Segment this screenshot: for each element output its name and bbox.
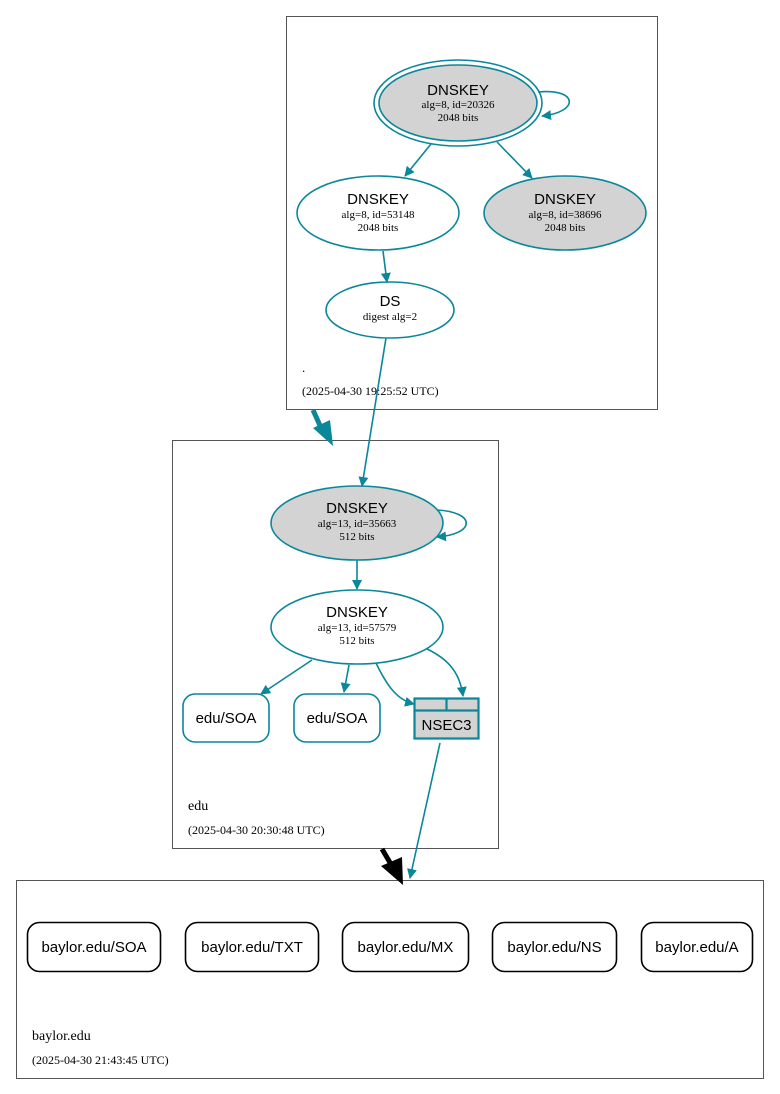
node-root-key3-type: DNSKEY bbox=[534, 191, 596, 208]
node-edu-soa-2: edu/SOA bbox=[293, 693, 381, 743]
node-root-ksk-size: 2048 bits bbox=[438, 112, 479, 124]
node-baylor-mx: baylor.edu/MX bbox=[341, 921, 470, 973]
edge-root-zsk-ds bbox=[380, 250, 391, 283]
node-edu-ds-detail: digest alg=2 bbox=[363, 311, 417, 323]
node-baylor-soa-label: baylor.edu/SOA bbox=[41, 939, 146, 956]
node-root-ksk-detail: alg=8, id=20326 bbox=[422, 99, 495, 111]
node-root-key3-detail: alg=8, id=38696 bbox=[529, 209, 602, 221]
node-edu-ksk: DNSKEY alg=13, id=35663 512 bits bbox=[270, 485, 444, 561]
node-root-key3-size: 2048 bits bbox=[545, 222, 586, 234]
node-edu-ksk-size: 512 bits bbox=[339, 531, 374, 543]
zone-edu-timestamp: (2025-04-30 20:30:48 UTC) bbox=[188, 823, 325, 837]
node-baylor-txt-label: baylor.edu/TXT bbox=[201, 939, 303, 956]
node-baylor-ns: baylor.edu/NS bbox=[491, 921, 618, 973]
node-baylor-mx-label: baylor.edu/MX bbox=[358, 939, 454, 956]
zone-root-timestamp: (2025-04-30 19:25:52 UTC) bbox=[302, 384, 439, 398]
zone-baylor-name: baylor.edu bbox=[32, 1029, 91, 1044]
node-baylor-soa: baylor.edu/SOA bbox=[26, 921, 162, 973]
edge-edu-zsk-soa1 bbox=[260, 659, 313, 695]
zone-root-name: . bbox=[302, 360, 305, 375]
node-edu-zsk-size: 512 bits bbox=[339, 635, 374, 647]
edge-edu-zsk-nsec3-a bbox=[375, 662, 415, 707]
node-baylor-txt: baylor.edu/TXT bbox=[184, 921, 320, 973]
node-edu-nsec3-label: NSEC3 bbox=[421, 717, 471, 734]
node-baylor-a-label: baylor.edu/A bbox=[655, 939, 738, 956]
edge-ds-edu-ksk bbox=[358, 337, 387, 487]
node-root-key3: DNSKEY alg=8, id=38696 2048 bits bbox=[483, 175, 647, 251]
node-root-zsk-type: DNSKEY bbox=[347, 191, 409, 208]
node-edu-ksk-detail: alg=13, id=35663 bbox=[318, 518, 397, 530]
node-edu-soa-2-label: edu/SOA bbox=[307, 710, 368, 727]
node-edu-ds: DS digest alg=2 bbox=[325, 281, 455, 339]
node-root-zsk: DNSKEY alg=8, id=53148 2048 bits bbox=[296, 175, 460, 251]
node-root-zsk-detail: alg=8, id=53148 bbox=[342, 209, 415, 221]
node-edu-zsk: DNSKEY alg=13, id=57579 512 bits bbox=[270, 589, 444, 665]
node-edu-ksk-type: DNSKEY bbox=[326, 500, 388, 517]
delegation-root-edu bbox=[310, 408, 333, 446]
zone-baylor-timestamp: (2025-04-30 21:43:45 UTC) bbox=[32, 1053, 169, 1067]
zone-root-box bbox=[286, 16, 658, 410]
node-root-ksk-type: DNSKEY bbox=[427, 82, 489, 99]
node-root-ksk: DNSKEY alg=8, id=20326 2048 bits bbox=[373, 59, 543, 147]
node-edu-soa-1-label: edu/SOA bbox=[196, 710, 257, 727]
node-edu-nsec3: NSEC3 bbox=[413, 697, 480, 740]
node-root-zsk-size: 2048 bits bbox=[358, 222, 399, 234]
node-edu-ds-type: DS bbox=[380, 293, 401, 310]
zone-baylor-box bbox=[16, 880, 764, 1079]
edge-edu-zsk-nsec3-b bbox=[426, 648, 467, 697]
node-baylor-a: baylor.edu/A bbox=[640, 921, 754, 973]
node-edu-soa-1: edu/SOA bbox=[182, 693, 270, 743]
node-baylor-ns-label: baylor.edu/NS bbox=[507, 939, 601, 956]
zone-edu-name: edu bbox=[188, 799, 208, 814]
edge-root-ksk-zsk bbox=[404, 143, 432, 177]
edge-root-ksk-key3 bbox=[496, 141, 533, 179]
node-edu-zsk-detail: alg=13, id=57579 bbox=[318, 622, 397, 634]
edge-edu-zsk-soa2 bbox=[340, 664, 351, 693]
edge-nsec3-baylor bbox=[407, 742, 441, 879]
node-edu-zsk-type: DNSKEY bbox=[326, 604, 388, 621]
zone-edu-box bbox=[172, 440, 499, 849]
edge-root-ksk-self bbox=[537, 90, 571, 121]
delegation-edu-baylor bbox=[379, 847, 403, 885]
edge-edu-ksk-self bbox=[436, 509, 467, 542]
